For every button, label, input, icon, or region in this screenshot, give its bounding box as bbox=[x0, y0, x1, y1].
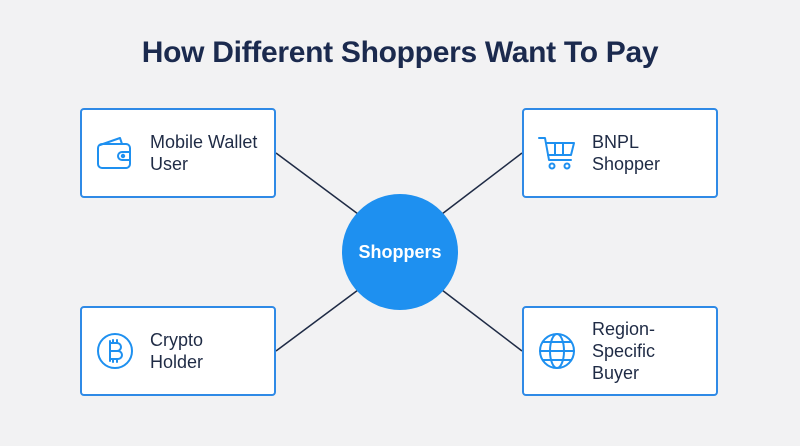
card-mobile-wallet-user: Mobile Wallet User bbox=[80, 108, 276, 198]
connector-region bbox=[441, 289, 523, 352]
connector-crypto bbox=[275, 289, 359, 352]
card-region-specific-buyer: Region-Specific Buyer bbox=[522, 306, 718, 396]
connector-bnpl bbox=[441, 152, 523, 215]
wallet-icon bbox=[94, 132, 136, 174]
card-label: Crypto Holder bbox=[150, 330, 204, 372]
card-label: Mobile Wallet User bbox=[150, 132, 258, 174]
card-label: Region-Specific Buyer bbox=[592, 319, 656, 383]
bitcoin-icon bbox=[94, 330, 136, 372]
diagram-title: How Different Shoppers Want To Pay bbox=[141, 36, 659, 69]
shoppers-hub: Shoppers bbox=[342, 194, 458, 310]
card-crypto-holder: Crypto Holder bbox=[80, 306, 276, 396]
shopping-cart-icon bbox=[536, 132, 578, 174]
card-bnpl-shopper: BNPL Shopper bbox=[522, 108, 718, 198]
card-label: BNPL Shopper bbox=[592, 132, 661, 174]
connector-mobile-wallet bbox=[275, 152, 359, 215]
globe-icon bbox=[536, 330, 578, 372]
